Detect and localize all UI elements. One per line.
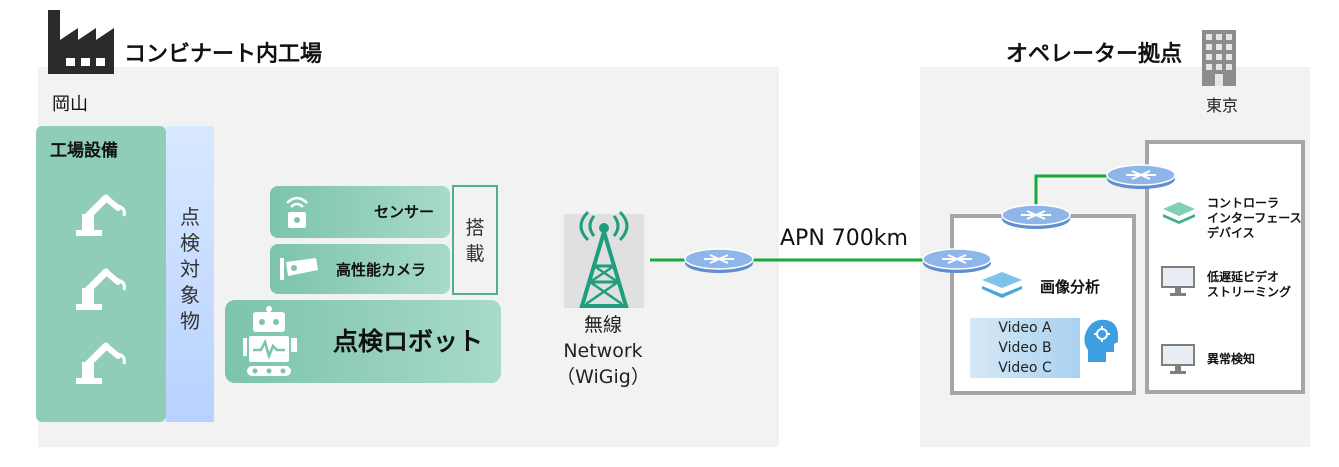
office-building-icon <box>1202 30 1236 86</box>
factory-icon <box>48 10 114 74</box>
operator-location: 東京 <box>1206 96 1239 115</box>
inspection-target-bar: 点 検 対 象 物 <box>166 126 214 422</box>
factory-equipment-label: 工場設備 <box>50 141 118 161</box>
robot-arm-icon <box>76 194 126 236</box>
factory-title: コンビナート内工場 <box>124 42 323 67</box>
router-icon <box>1001 204 1071 229</box>
layers-icon <box>982 272 1022 298</box>
inspection-target-label: 点 検 対 象 物 <box>180 205 200 333</box>
low-latency-streaming-label: 低遅延ビデオ ストリーミング <box>1207 270 1292 299</box>
sensor-module: センサー <box>270 186 450 238</box>
camera-module: 高性能カメラ <box>270 244 450 294</box>
robot-arm-icon <box>76 342 126 384</box>
wireless-lock-icon <box>286 196 308 228</box>
sensor-label: センサー <box>374 203 435 221</box>
antenna-tower-icon <box>564 210 644 308</box>
operator-title: オペレーター拠点 <box>1006 42 1183 67</box>
factory-location: 岡山 <box>52 94 88 115</box>
router-icon <box>922 248 992 273</box>
monitor-icon <box>1161 266 1195 296</box>
router-icon <box>1106 164 1176 189</box>
inspection-robot-module: 点検ロボット <box>225 300 501 383</box>
apn-distance-label: APN 700km <box>780 226 908 251</box>
robot-label: 点検ロボット <box>333 327 484 356</box>
video-b-label: Video B <box>970 338 1080 358</box>
controller-interface-label: コントローラ インターフェース デバイス <box>1207 196 1302 240</box>
video-a-label: Video A <box>970 318 1080 338</box>
mounted-label: 搭 載 <box>465 217 485 265</box>
layers-icon <box>1163 202 1195 224</box>
camera-label: 高性能カメラ <box>336 261 427 279</box>
image-analysis-label: 画像分析 <box>1040 278 1101 296</box>
monitor-icon <box>1161 344 1195 374</box>
wireless-network-label: 無線 Network （WiGig） <box>556 314 650 388</box>
camera-icon <box>280 258 318 280</box>
anomaly-detection-label: 異常検知 <box>1207 352 1256 366</box>
router-icon <box>684 248 754 273</box>
robot-icon <box>243 306 297 376</box>
mounted-box: 搭 載 <box>452 185 498 295</box>
ai-head-icon <box>1084 319 1118 362</box>
video-c-label: Video C <box>970 358 1080 378</box>
robot-arm-icon <box>76 268 126 310</box>
